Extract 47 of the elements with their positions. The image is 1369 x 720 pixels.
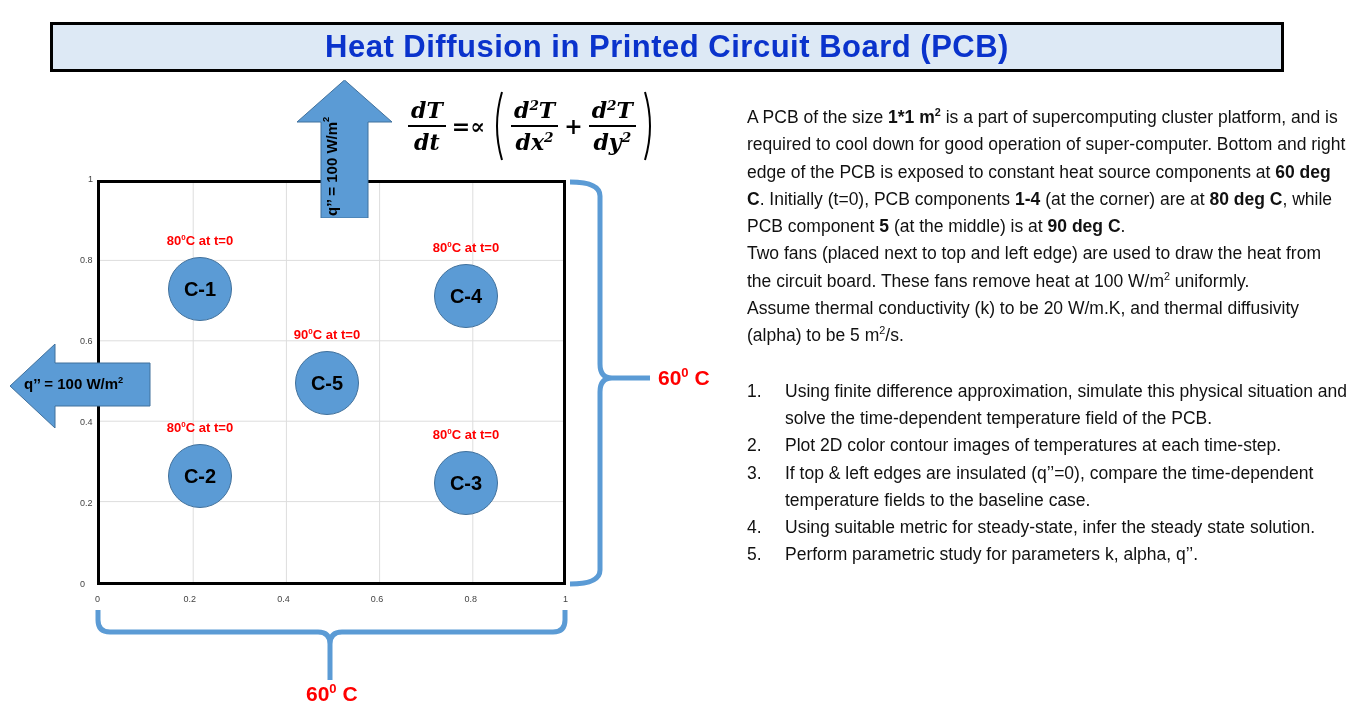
formula-text: dx$^{2}$	[514, 129, 555, 155]
axis-tick-label: 0.2	[183, 594, 197, 604]
formula-text: =∝	[451, 113, 485, 139]
list-item: Plot 2D color contour images of temperatures at each time-step.	[785, 434, 1283, 458]
list-number: 3.	[747, 461, 763, 485]
formula-text: +	[564, 113, 583, 139]
paragraph: Assume thermal conductivity (k) to be 20 W/m.K, and thermal diffusivity (alpha) to be 5 m$^{2}$/s.	[747, 297, 1301, 348]
paragraph: Two fans (placed next to top and left edge) are used to draw the heat from the circuit board. These fans remove heat at 100 W/m$^{2}$ uniformly.	[747, 242, 1322, 293]
axis-tick-label: 1	[88, 174, 93, 184]
list-item: If top & left edges are insulated (q’’=0), compare the time-dependent temperature fields to the baseline case.	[785, 461, 1315, 512]
list-number: 1.	[747, 379, 763, 403]
list-item: Using suitable metric for steady-state, infer the steady state solution.	[785, 516, 1317, 540]
axis-tick-label: 0.8	[464, 594, 477, 604]
axis-tick-label: 1	[563, 594, 568, 604]
formula-text: d$^{2}$T	[590, 97, 635, 123]
temperature-label: 60$^{0}$ C	[658, 366, 710, 390]
formula-text: dt	[413, 129, 441, 155]
title: Heat Diffusion in Printed Circuit Board (PCB)	[50, 22, 1284, 72]
temperature-label: 80$^{0}$C at t=0	[165, 233, 235, 248]
axis-tick-label: 0.4	[277, 594, 290, 604]
axis-tick-label: 0.8	[80, 255, 93, 265]
axis-tick-label: 0.6	[370, 594, 384, 604]
axis-tick-label: 0.6	[80, 336, 93, 346]
temperature-label: 60$^{0}$ C	[306, 682, 358, 706]
list-number: 5.	[747, 543, 763, 567]
axis-tick-label: 0	[80, 579, 85, 589]
axis-tick-label: 0	[95, 594, 100, 604]
list-item: Using finite difference approximation, simulate this physical situation and solve the time-dependent temperature field of the PCB.	[785, 379, 1347, 430]
formula-text: dy$^{2}$	[592, 129, 633, 155]
temperature-label: 90$^{0}$C at t=0	[292, 327, 362, 342]
paragraph: A PCB of the size 1*1 m$^{2}$ is a part of supercomputing cluster platform, and is required to cool down for good operation of super-computer. Bottom and right edge of the PCB is exposed to constant heat source components at 60 deg C. Initially (t=0), PCB components 1-4 (at the corner) are at 80 deg C, while PCB component 5 (at the middle) is at 90 deg C.	[747, 105, 1347, 239]
list-number: 4.	[747, 516, 763, 540]
axis-tick-label: 0.4	[80, 417, 93, 427]
axis-tick-label: 0.2	[80, 498, 93, 508]
list-number: 2.	[747, 434, 763, 458]
component-label: C-3	[449, 471, 483, 495]
formula-text: dT	[410, 97, 445, 123]
component-label: C-1	[183, 277, 217, 301]
temperature-label: 80$^{0}$C at t=0	[165, 420, 235, 435]
component-label: C-5	[310, 371, 344, 395]
formula-text: d$^{2}$T	[513, 97, 558, 123]
list-item: Perform parametric study for parameters k, alpha, q’’.	[785, 543, 1200, 567]
component-label: C-4	[449, 284, 483, 308]
temperature-label: 80$^{0}$C at t=0	[431, 240, 501, 255]
temperature-label: 80$^{0}$C at t=0	[431, 427, 501, 442]
component-label: C-2	[183, 464, 217, 488]
heat-flux-label: q’’ = 100 W/m$^{2}$	[24, 375, 124, 392]
